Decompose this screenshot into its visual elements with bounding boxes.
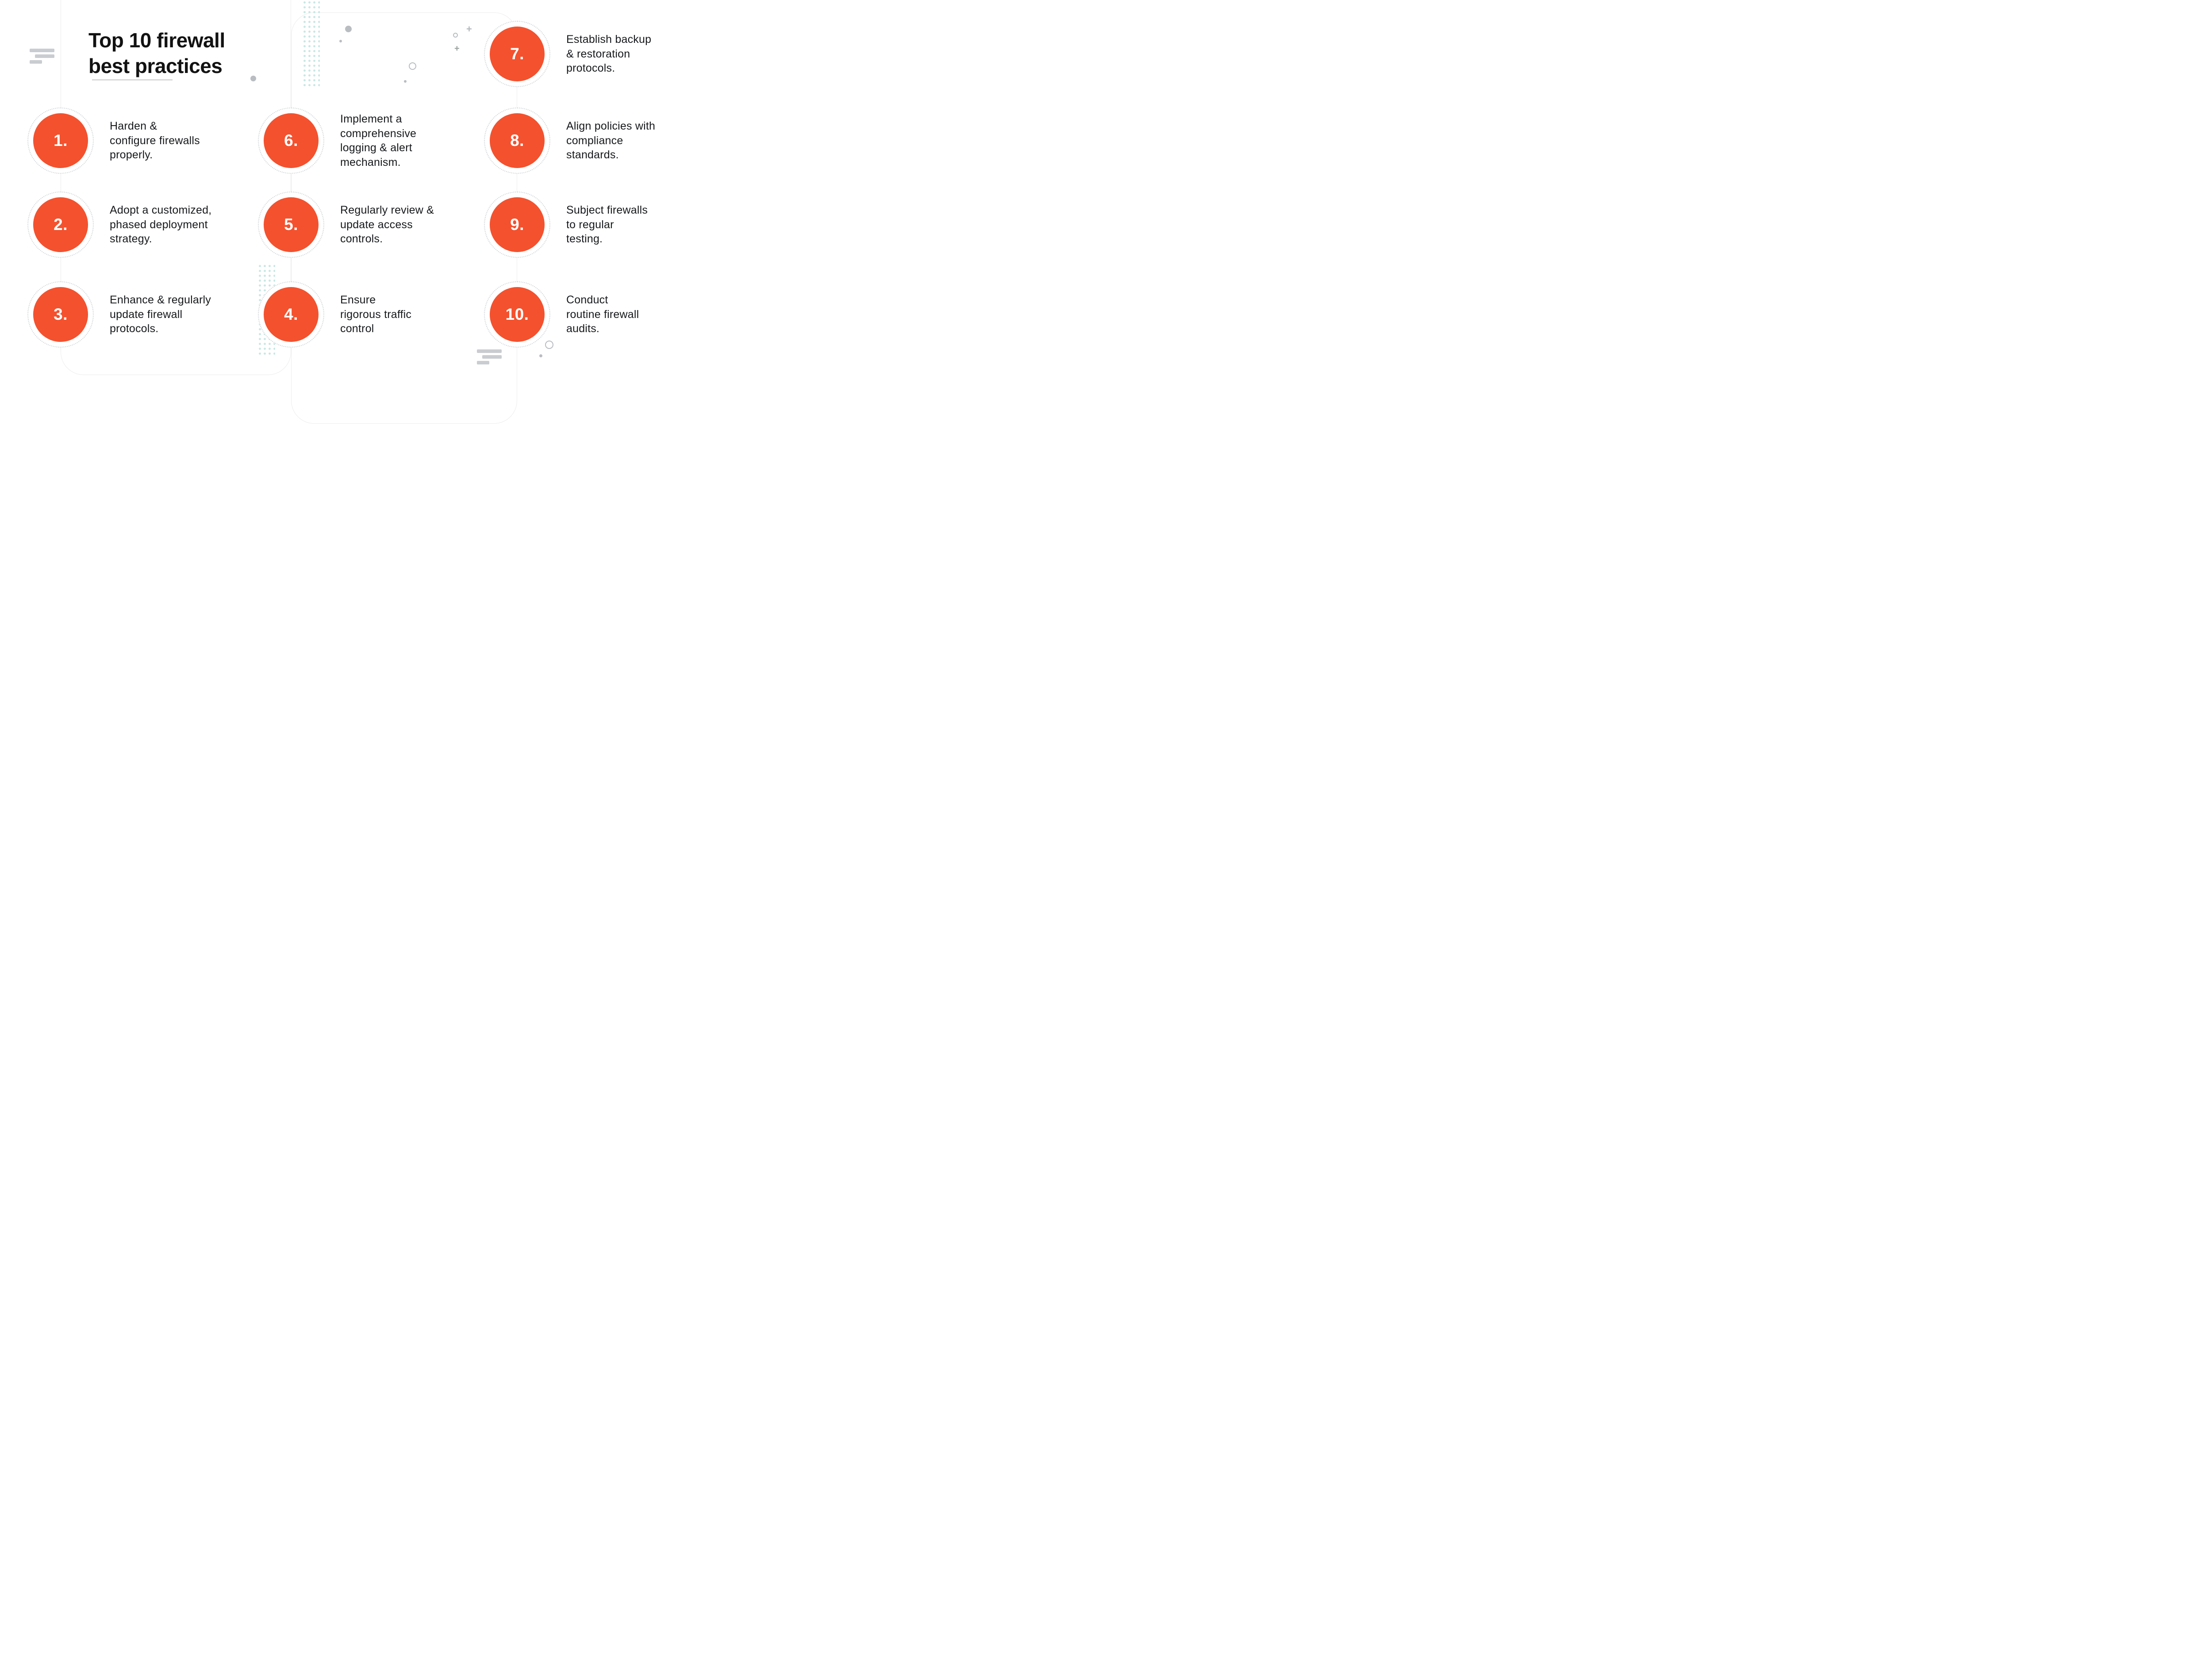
practice-item-8: 8. Align policies with compliance standa… <box>484 107 655 174</box>
practice-item-5: 5. Regularly review & update access cont… <box>258 192 434 258</box>
number-circle-fill: 9. <box>490 197 545 252</box>
plus-icon: + <box>466 23 472 34</box>
number-circle: 3. <box>27 281 94 348</box>
menu-line <box>477 349 502 353</box>
number-circle-fill: 1. <box>33 113 88 168</box>
number-circle: 9. <box>484 192 550 258</box>
decor-dot <box>345 26 352 32</box>
menu-line <box>482 355 502 359</box>
number-circle-fill: 10. <box>490 287 545 342</box>
dot-grid-top <box>302 0 320 87</box>
menu-lines-icon <box>30 49 56 66</box>
title-underline <box>92 79 173 80</box>
number-circle: 7. <box>484 21 550 87</box>
menu-line <box>30 60 42 64</box>
number-circle-fill: 3. <box>33 287 88 342</box>
number-circle: 8. <box>484 107 550 174</box>
practice-item-6: 6. Implement a comprehensive logging & a… <box>258 107 416 174</box>
practice-item-3: 3. Enhance & regularly update firewall p… <box>27 281 211 348</box>
number-circle: 6. <box>258 107 324 174</box>
decor-dot <box>339 40 342 42</box>
number-circle-fill: 2. <box>33 197 88 252</box>
decor-dot <box>404 80 407 83</box>
item-text: Regularly review & update access control… <box>340 204 434 245</box>
number-circle: 1. <box>27 107 94 174</box>
practice-item-9: 9. Subject firewalls to regular testing. <box>484 192 648 258</box>
practice-item-1: 1. Harden & configure firewalls properly… <box>27 107 200 174</box>
item-number: 8. <box>510 131 524 149</box>
decor-circle-outline <box>453 33 458 38</box>
practice-item-10: 10. Conduct routine firewall audits. <box>484 281 639 348</box>
decor-dot <box>539 354 542 357</box>
item-text: Conduct routine firewall audits. <box>566 294 639 335</box>
decor-circle-outline <box>409 62 416 70</box>
item-text: Subject firewalls to regular testing. <box>566 204 648 245</box>
item-number: 3. <box>54 305 68 323</box>
number-circle: 2. <box>27 192 94 258</box>
menu-line <box>30 49 54 52</box>
item-number: 4. <box>284 305 298 323</box>
item-number: 9. <box>510 215 524 234</box>
menu-line <box>477 361 489 364</box>
item-text: Establish backup & restoration protocols… <box>566 33 652 75</box>
number-circle-fill: 7. <box>490 27 545 81</box>
decor-dot <box>250 76 256 81</box>
decor-circle-outline <box>545 341 553 349</box>
number-circle: 10. <box>484 281 550 348</box>
number-circle-fill: 6. <box>264 113 319 168</box>
item-number: 10. <box>505 305 529 323</box>
number-circle-fill: 4. <box>264 287 319 342</box>
item-text: Implement a comprehensive logging & aler… <box>340 113 417 169</box>
item-number: 7. <box>510 45 524 63</box>
menu-line <box>35 54 54 58</box>
item-number: 6. <box>284 131 298 149</box>
item-number: 2. <box>54 215 68 234</box>
page-title: Top 10 firewall best practices <box>88 28 225 77</box>
practice-item-4: 4. Ensure rigorous traffic control <box>258 281 411 348</box>
item-text: Harden & configure firewalls properly. <box>110 120 200 161</box>
item-text: Adopt a customized, phased deployment st… <box>110 204 212 245</box>
item-text: Ensure rigorous traffic control <box>340 294 412 335</box>
number-circle-fill: 8. <box>490 113 545 168</box>
plus-icon: + <box>454 44 460 54</box>
guide-frame-left <box>61 0 291 375</box>
item-text: Align policies with compliance standards… <box>566 120 656 161</box>
practice-item-2: 2. Adopt a customized, phased deployment… <box>27 192 211 258</box>
menu-lines-icon <box>477 349 503 367</box>
number-circle: 5. <box>258 192 324 258</box>
item-text: Enhance & regularly update firewall prot… <box>110 294 211 335</box>
item-number: 5. <box>284 215 298 234</box>
number-circle-fill: 5. <box>264 197 319 252</box>
item-number: 1. <box>54 131 68 149</box>
number-circle: 4. <box>258 281 324 348</box>
practice-item-7: 7. Establish backup & restoration protoc… <box>484 21 651 87</box>
